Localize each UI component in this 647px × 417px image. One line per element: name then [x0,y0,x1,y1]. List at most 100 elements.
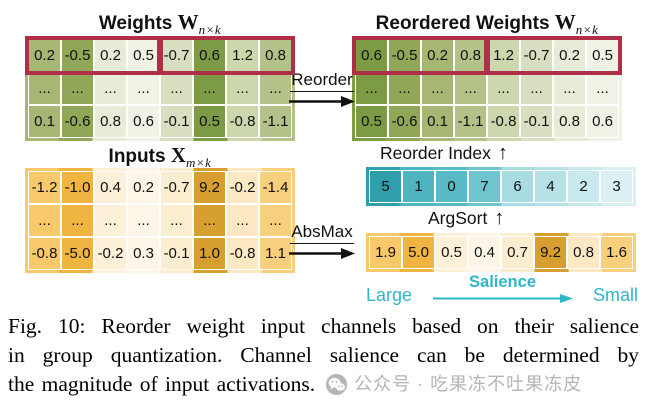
matrix-cell: -0.8 [29,238,60,269]
matrix-cell: -0.6 [389,106,420,137]
absmax-arrow-block: AbsMax [289,222,355,260]
salience-axis: Large Salience Small [366,274,638,304]
wechat-icon [326,373,348,396]
matrix-cell: -0.7 [161,40,192,71]
salience-axis-middle: Salience [412,274,593,304]
matrix-cell: 1.6 [601,237,632,268]
matrix-cell: 1.1 [260,238,291,269]
matrix-cell: 0.5 [436,237,467,268]
up-arrow-icon: ↑ [497,142,508,164]
weights-subscript: n×k [198,21,222,37]
matrix-cell: -0.8 [488,106,519,137]
matrix-cell: 0.2 [95,40,126,71]
matrix-cell: 1.0 [194,238,225,269]
matrix-cell: -1.0 [62,172,93,203]
inputs-subscript: m×k [186,154,212,170]
caption-line: in group quantization. Channel salience … [8,343,639,367]
matrix-cell: 4 [535,171,566,202]
argsort-text: ArgSort [428,207,488,228]
matrix-cell: ... [422,73,453,104]
matrix-cell: -1.1 [260,106,291,137]
matrix-cell: 0.1 [422,106,453,137]
matrix-cell: -1.1 [455,106,486,137]
matrix-cell: -0.2 [95,238,126,269]
matrix-cell: ... [455,73,486,104]
matrix-cell: -5.0 [62,238,93,269]
inputs-symbol: X [170,143,186,167]
matrix-cell: 5 [370,171,401,202]
matrix-cell: ... [554,73,585,104]
matrix-cell: ... [488,73,519,104]
matrix-cell: ... [62,73,93,104]
matrix-cell: 0.8 [554,106,585,137]
right-arrow-icon [289,96,355,107]
matrix-cell: ... [389,73,420,104]
matrix-cell: 0.5 [587,40,618,71]
matrix-cell: -0.1 [521,106,552,137]
matrix-cell: -0.5 [62,40,93,71]
reordered-subscript: n×k [575,21,599,37]
caption-line: Fig. 10: Reorder weight input channels b… [8,314,639,338]
matrix-cell: ... [161,73,192,104]
matrix-cell: 0.2 [554,40,585,71]
matrix-cell: 0.5 [356,106,387,137]
matrix-cell: 0.2 [128,172,159,203]
reorder-index-text: Reorder Index [380,142,491,163]
matrix-cell: 0.6 [194,40,225,71]
matrix-cell: ... [62,205,93,236]
matrix-cell: -0.7 [521,40,552,71]
reorder-label: Reorder [290,70,354,92]
matrix-cell: 5.0 [403,237,434,268]
salience-axis-label: Salience [469,273,536,291]
up-arrow-icon: ↑ [494,207,505,229]
weights-title: Weights Wn×k [25,10,295,38]
matrix-cell: 0.6 [128,106,159,137]
weights-symbol: W [177,10,199,34]
matrix-cell: 0.6 [356,40,387,71]
matrix-cell: 0.8 [260,40,291,71]
matrix-cell: ... [227,73,258,104]
argsort-label: ArgSort ↑ [428,206,504,230]
watermark: 公众号 · 吃果冻不吐果冻皮 [325,370,582,399]
caption-line: the magnitude of input activations. 公众号 … [8,370,639,399]
matrix-cell: 0.7 [502,237,533,268]
matrix-cell: 2 [568,171,599,202]
matrix-cell: 0.8 [95,106,126,137]
matrix-row: ........................ [356,73,618,104]
absmax-label: AbsMax [290,222,354,244]
matrix-cell: -0.2 [227,172,258,203]
matrix-cell: ... [128,205,159,236]
matrix-cell: 1 [403,171,434,202]
matrix-cell: 0.4 [95,172,126,203]
caption-line-text: the magnitude of input activations. [8,372,316,396]
matrix-cell: 0.8 [568,237,599,268]
matrix-cell: -0.1 [161,106,192,137]
reorder-arrow-block: Reorder [289,70,355,108]
matrix-cell: 0.2 [29,40,60,71]
matrix-row: ........................ [29,205,291,236]
matrix-cell: ... [587,73,618,104]
right-arrow-icon [289,248,355,259]
reordered-weights-title: Reordered Weights Wn×k [352,10,622,38]
inputs-title: Inputs Xm×k [25,143,295,171]
matrix-cell: -0.8 [227,106,258,137]
matrix-cell: 0.8 [455,40,486,71]
matrix-row: ........................ [29,73,291,104]
salience-small-label: Small [592,284,638,305]
weights-title-text: Weights [98,13,178,34]
matrix-cell: -0.8 [227,238,258,269]
matrix-cell: 0.5 [128,40,159,71]
matrix-cell: ... [194,73,225,104]
matrix-cell: -0.7 [161,172,192,203]
matrix-cell: 1.2 [488,40,519,71]
matrix-cell: ... [260,73,291,104]
matrix-cell: ... [128,73,159,104]
salience-arrow-icon [432,293,573,303]
